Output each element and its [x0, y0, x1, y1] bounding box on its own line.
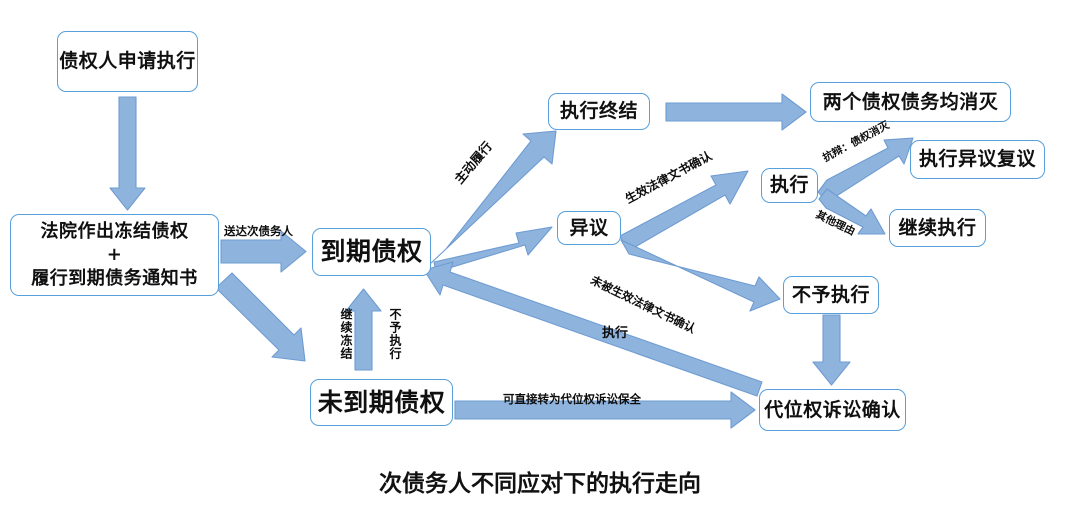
diagram-title: 次债务人不同应对下的执行走向 [379, 471, 701, 497]
arrow-apply-to-court [109, 96, 146, 211]
arrow-subrogation-to-due [423, 261, 763, 397]
edge-label-keep-frozen: 继续冻结 [339, 308, 353, 360]
arrow-objection-to-no-exec [620, 239, 781, 312]
node-due-claim[interactable]: 到期债权 [312, 228, 431, 276]
node-exec-end[interactable]: 执行终结 [548, 93, 650, 130]
arrow-no-exec-to-subrogation [812, 314, 851, 386]
arrow-due-to-exec-end [429, 130, 557, 265]
node-both-extinct[interactable]: 两个债权债务均消灭 [810, 82, 1011, 122]
arrow-court-to-due [220, 230, 307, 273]
node-subrogation[interactable]: 代位权诉讼确认 [759, 389, 906, 431]
edge-label-no-exec: 不予执行 [388, 308, 402, 360]
arrow-objection-to-execute [619, 170, 749, 252]
node-apply[interactable]: 债权人申请执行 [57, 31, 198, 92]
node-objection[interactable]: 异议 [557, 211, 621, 245]
arrow-exec-end-to-extinct [665, 93, 807, 131]
edge-label-direct-transfer: 可直接转为代位权诉讼保全 [503, 392, 641, 406]
arrow-execute-to-review [817, 137, 914, 203]
node-no-exec[interactable]: 不予执行 [783, 276, 879, 314]
arrow-execute-to-continue [818, 188, 886, 235]
edge-label-serve: 送达次债务人 [224, 224, 293, 238]
edge-label-execute: 执行 [602, 326, 629, 341]
node-undue-claim[interactable]: 未到期债权 [310, 379, 453, 426]
arrow-undue-to-due [345, 288, 382, 371]
node-execute[interactable]: 执行 [761, 168, 818, 203]
node-court-order[interactable]: 法院作出冻结债权 + 履行到期债务通知书 [10, 214, 219, 296]
arrow-court-to-undue [215, 272, 306, 362]
arrow-undue-to-subrogation [454, 391, 756, 429]
node-exec-review[interactable]: 执行异议复议 [910, 140, 1045, 179]
node-continue-exec[interactable]: 继续执行 [889, 209, 986, 247]
